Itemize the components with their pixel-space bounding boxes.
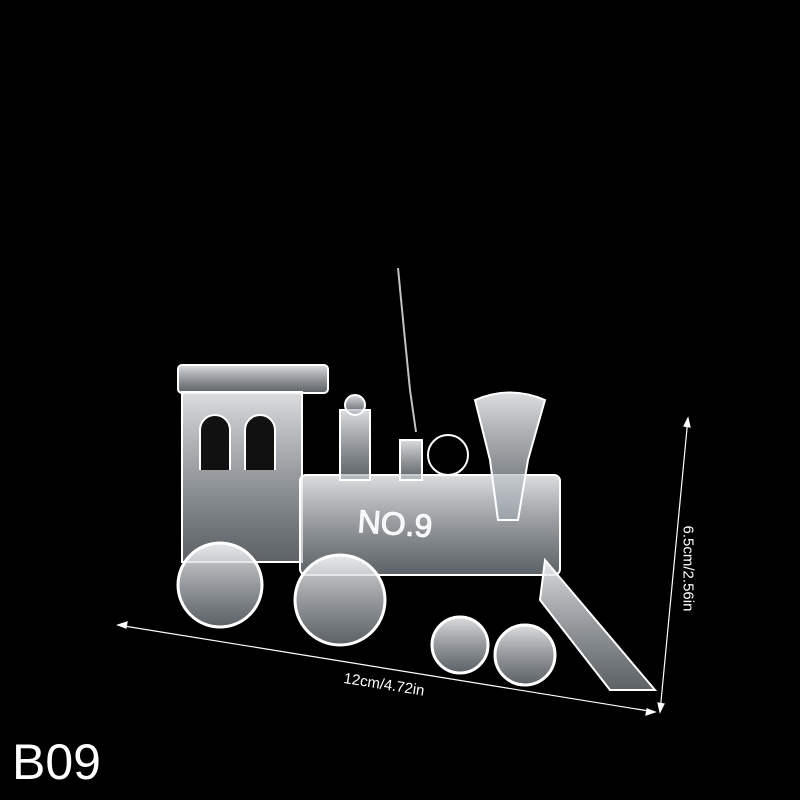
hanging-string [397,267,417,433]
dimension-lines [116,416,691,716]
train-boiler [299,391,658,691]
train-cab [177,364,329,563]
product-code: B09 [12,734,101,790]
engraving: NO.9 [357,503,434,544]
train-wheels [176,541,557,687]
height-label: 6.5cm/2.56in [679,525,697,612]
